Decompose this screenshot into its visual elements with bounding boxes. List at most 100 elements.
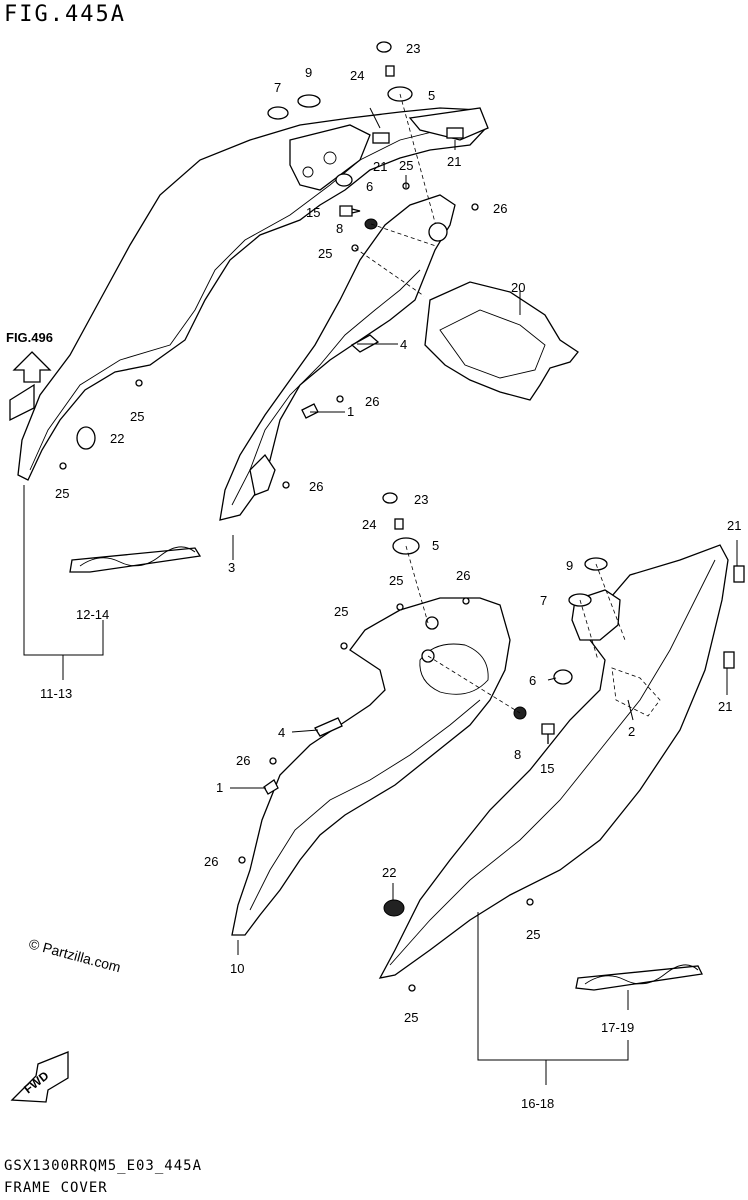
right-side-cover-panel [378, 544, 729, 979]
cushion-1-icon [301, 403, 319, 419]
grommet-7-icon [267, 106, 289, 120]
callout: 4 [278, 725, 285, 740]
collar-24-icon [385, 65, 395, 77]
leader [547, 677, 557, 681]
callout: 9 [305, 65, 312, 80]
callout: 25 [526, 927, 540, 942]
fwd-arrow-icon [10, 1051, 69, 1103]
clip-25-icon [526, 898, 534, 906]
callout: 7 [540, 593, 547, 608]
callout: 1 [347, 404, 354, 419]
callout: 26 [309, 479, 323, 494]
bracket-hole [323, 151, 337, 165]
left-cover-rear-tip [408, 107, 489, 141]
callout: 23 [406, 41, 420, 56]
screw-15-icon [339, 205, 361, 217]
group-bracket-16-18 [477, 912, 629, 1061]
callout: 22 [382, 865, 396, 880]
screw-26-icon [282, 481, 290, 489]
upper-callouts: 23 24 5 7 9 21 21 25 6 15 26 8 25 20 4 2… [40, 41, 525, 701]
right-cover-inner-edge [389, 559, 716, 966]
lower-frame-cover-assembly [230, 492, 745, 1085]
inner-cover-10-recess [419, 643, 489, 695]
figure-title: FIG.445A [4, 2, 126, 27]
callout: 8 [336, 221, 343, 236]
callout: 1 [216, 780, 223, 795]
cushion-4-icon [314, 717, 343, 737]
callout: 5 [428, 88, 435, 103]
lower-callouts: 23 24 5 25 26 25 21 9 7 6 2 21 4 8 15 26… [204, 492, 741, 1111]
inner-cover-ridge [231, 269, 421, 506]
callout: 15 [540, 761, 554, 776]
grommet-22-icon [76, 426, 96, 450]
callout: 25 [130, 409, 144, 424]
clip-25-icon [135, 379, 143, 387]
upper-frame-cover-assembly [9, 41, 579, 680]
inner-cover-bracket [249, 453, 276, 496]
callout: 26 [365, 394, 379, 409]
decal-12-14-icon [69, 547, 202, 573]
clip-25-icon [396, 603, 404, 611]
callout: 2 [628, 724, 635, 739]
clip-25-icon [340, 642, 348, 650]
callout: 25 [389, 573, 403, 588]
fwd-direction-arrow [10, 1051, 69, 1103]
inner-cover-10-ridge [249, 699, 481, 911]
watermark: © Partzilla.com [27, 935, 122, 975]
leader [627, 699, 634, 721]
grommet-22-icon [383, 899, 405, 917]
reference-figure-label: FIG.496 [6, 330, 53, 345]
screw-26-icon [471, 203, 479, 211]
assembly-line [405, 545, 429, 624]
callout: 21 [373, 159, 387, 174]
tape-21-icon [446, 127, 464, 139]
leader [291, 729, 319, 733]
decal-script [79, 546, 196, 567]
callout: 3 [228, 560, 235, 575]
callout: 24 [350, 68, 364, 83]
callout: 10 [230, 961, 244, 976]
tape-21-icon [733, 565, 745, 583]
mount-hole [428, 222, 448, 242]
callout: 25 [404, 1010, 418, 1025]
callout: 11-13 [40, 686, 72, 701]
bolt-23-icon [376, 41, 392, 53]
decal-script [584, 964, 699, 985]
inner-frame-cover-10 [231, 597, 511, 936]
callout: 22 [110, 431, 124, 446]
grommet-6-icon [335, 173, 353, 187]
callout: 7 [274, 80, 281, 95]
reference-arrow [12, 351, 52, 383]
lower-fasteners [238, 597, 534, 992]
callout: 26 [204, 854, 218, 869]
callout: 6 [529, 673, 536, 688]
callout: 5 [432, 538, 439, 553]
assembly-line [370, 223, 437, 247]
tape-21-icon [723, 651, 735, 669]
callout: 24 [362, 517, 376, 532]
bolt-23-icon [382, 492, 398, 504]
assembly-line [579, 599, 599, 661]
screw-26-icon [269, 757, 277, 765]
screw-26-icon [238, 856, 246, 864]
up-arrow-icon [12, 351, 52, 383]
screw-15-icon [541, 723, 555, 744]
grommet-9-icon [297, 94, 321, 108]
tape-21-icon [372, 132, 390, 144]
ref-label-plate [9, 383, 35, 422]
callout: 20 [511, 280, 525, 295]
callout: 21 [718, 699, 732, 714]
decal-17-19-icon [575, 965, 703, 991]
drawing-name: FRAME COVER [4, 1180, 108, 1196]
clip-25-icon [59, 462, 67, 470]
assembly-line [399, 93, 437, 227]
callout: 6 [366, 179, 373, 194]
drawing-code: GSX1300RRQM5_E03_445A [4, 1158, 203, 1174]
callout: 25 [399, 158, 413, 173]
callout: 15 [306, 205, 320, 220]
left-side-cover-panel [17, 107, 487, 481]
tape-2-outline [611, 667, 661, 717]
callout: 16-18 [521, 1096, 554, 1111]
callout: 4 [400, 337, 407, 352]
